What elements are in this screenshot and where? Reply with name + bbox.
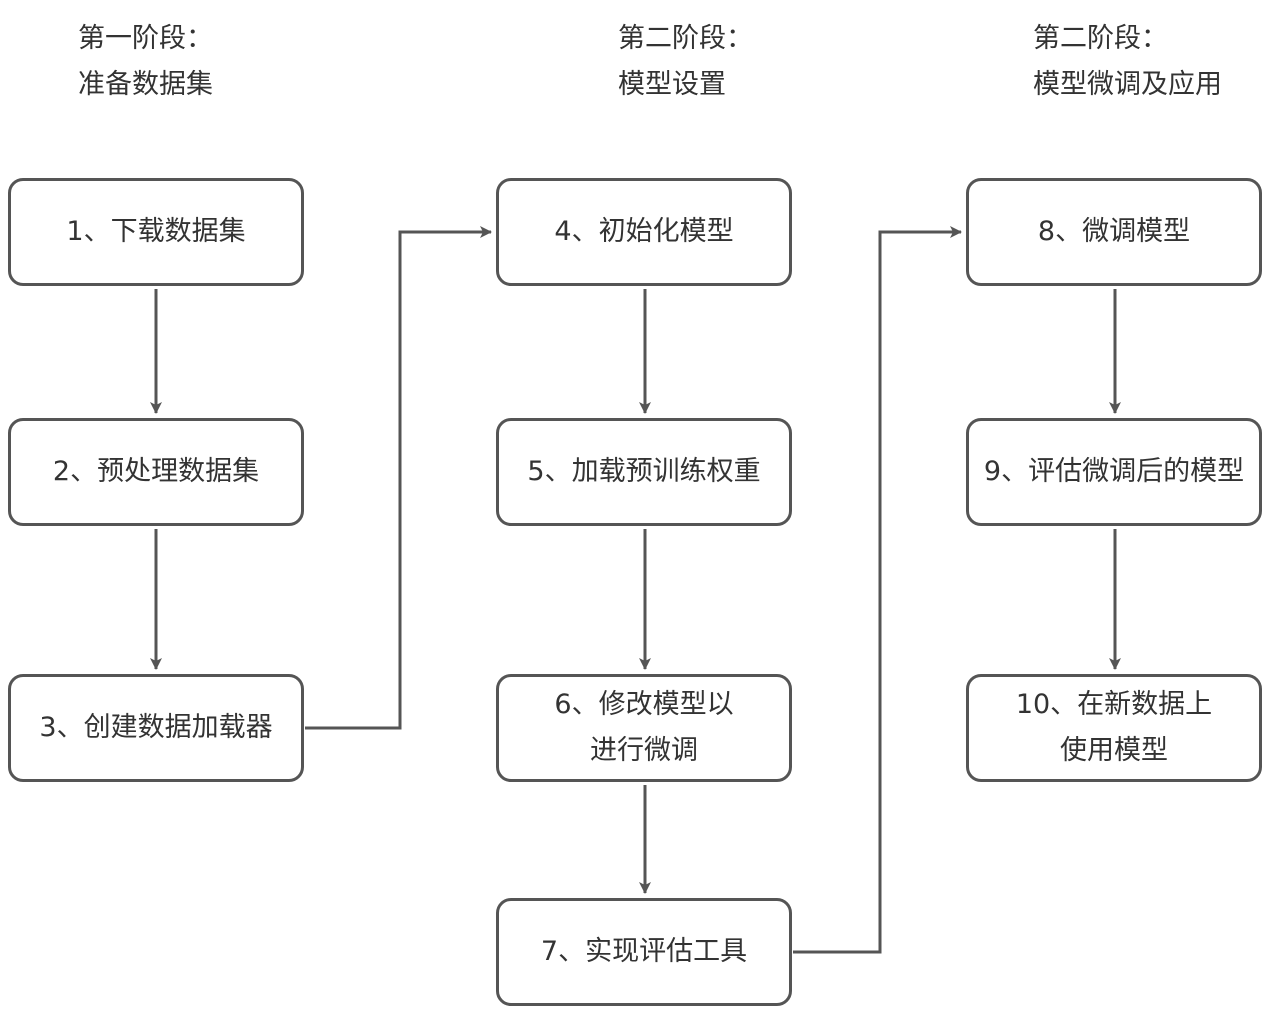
stage-header-3: 第二阶段： 模型微调及应用 xyxy=(1033,16,1222,108)
step-4-init-model: 4、初始化模型 xyxy=(496,178,792,286)
step-3-create-dataloader: 3、创建数据加载器 xyxy=(8,674,304,782)
step-4-label: 4、初始化模型 xyxy=(554,216,734,247)
step-6-modify-model: 6、修改模型以 进行微调 xyxy=(496,674,792,782)
step-5-load-pretrained-weights: 5、加载预训练权重 xyxy=(496,418,792,526)
stage-1-subtitle: 准备数据集 xyxy=(78,69,213,100)
step-6-label-line2: 进行微调 xyxy=(590,735,698,766)
step-10-label-line2: 使用模型 xyxy=(1059,735,1168,766)
step-3-label: 3、创建数据加载器 xyxy=(39,712,273,743)
step-7-eval-tools: 7、实现评估工具 xyxy=(496,898,792,1006)
stage-1-title: 第一阶段： xyxy=(78,23,213,54)
step-9-evaluate-finetuned: 9、评估微调后的模型 xyxy=(966,418,1262,526)
step-2-label: 2、预处理数据集 xyxy=(52,456,260,487)
stage-3-subtitle: 模型微调及应用 xyxy=(1033,69,1222,100)
stage-header-2: 第二阶段： 模型设置 xyxy=(618,16,753,108)
step-6-label-line1: 6、修改模型以 xyxy=(554,689,734,720)
arrow-3-to-4 xyxy=(305,226,492,730)
arrow-7-to-8 xyxy=(793,226,962,954)
stage-3-title: 第二阶段： xyxy=(1033,23,1168,54)
step-1-label: 1、下载数据集 xyxy=(66,216,246,247)
step-9-label: 9、评估微调后的模型 xyxy=(983,456,1245,487)
step-7-label: 7、实现评估工具 xyxy=(540,936,748,967)
step-10-use-model: 10、在新数据上 使用模型 xyxy=(966,674,1262,782)
stage-2-title: 第二阶段： xyxy=(618,23,753,54)
step-10-label-line1: 10、在新数据上 xyxy=(1015,689,1213,720)
step-8-label: 8、微调模型 xyxy=(1037,216,1191,247)
stage-header-1: 第一阶段： 准备数据集 xyxy=(78,16,213,108)
step-1-download-dataset: 1、下载数据集 xyxy=(8,178,304,286)
step-5-label: 5、加载预训练权重 xyxy=(527,456,761,487)
step-2-preprocess-dataset: 2、预处理数据集 xyxy=(8,418,304,526)
stage-2-subtitle: 模型设置 xyxy=(618,69,726,100)
step-8-finetune-model: 8、微调模型 xyxy=(966,178,1262,286)
